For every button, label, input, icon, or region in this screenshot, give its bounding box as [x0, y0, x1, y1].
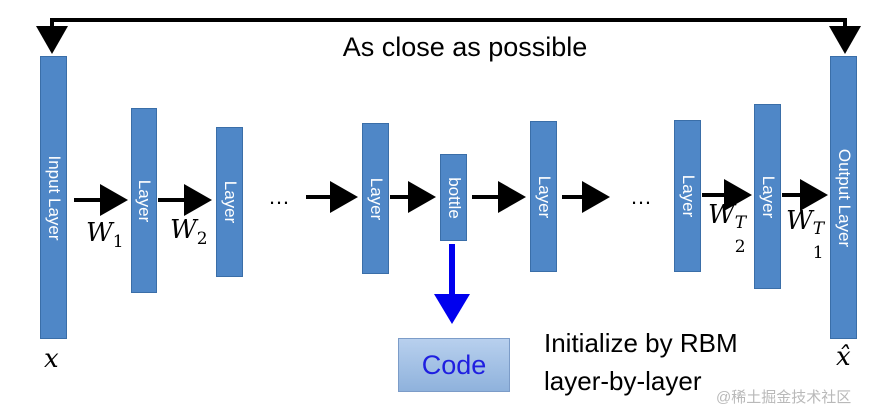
decoder-layer-1-label: Layer — [534, 175, 554, 218]
note-line-1: Initialize by RBM — [544, 328, 738, 358]
note-line-2: layer-by-layer — [544, 366, 702, 396]
output-layer-label: Output Layer — [834, 148, 854, 247]
decoder-layer-3-label: Layer — [758, 175, 778, 218]
encoder-layer-1-label: Layer — [135, 179, 154, 222]
encoder-layer-1: Layer — [131, 108, 157, 293]
encoder-layer-3: Layer — [362, 123, 389, 274]
encoder-layer-2-label: Layer — [220, 180, 240, 224]
ellipsis-left: … — [268, 184, 290, 209]
bottleneck-layer: bottle — [440, 154, 467, 241]
weight-w2-transpose: W T 2 — [708, 200, 747, 257]
weight-w2: W2 — [170, 215, 208, 250]
code-box: Code — [398, 338, 510, 392]
input-variable-x: x — [44, 344, 59, 374]
input-layer: Input Layer — [40, 56, 67, 339]
code-label: Code — [421, 349, 487, 380]
encoder-layer-2: Layer — [216, 127, 243, 277]
decoder-layer-2: Layer — [674, 120, 701, 272]
output-layer: Output Layer — [830, 56, 857, 339]
diagram-title: As close as possible — [342, 32, 588, 62]
watermark: @稀土掘金技术社区 — [716, 389, 852, 406]
input-layer-label: Input Layer — [44, 154, 64, 241]
encoder-layer-3-label: Layer — [366, 177, 386, 220]
weight-w1-transpose: W T 1 — [786, 206, 825, 263]
decoder-layer-2-label: Layer — [678, 174, 698, 218]
decoder-layer-3: Layer — [754, 104, 781, 289]
bottleneck-layer-label: bottle — [444, 176, 464, 219]
weight-w1: W1 — [86, 218, 124, 253]
decoder-layer-1: Layer — [530, 121, 557, 272]
ellipsis-right: … — [630, 184, 652, 209]
output-variable-x-hat: x̂ — [836, 342, 851, 372]
